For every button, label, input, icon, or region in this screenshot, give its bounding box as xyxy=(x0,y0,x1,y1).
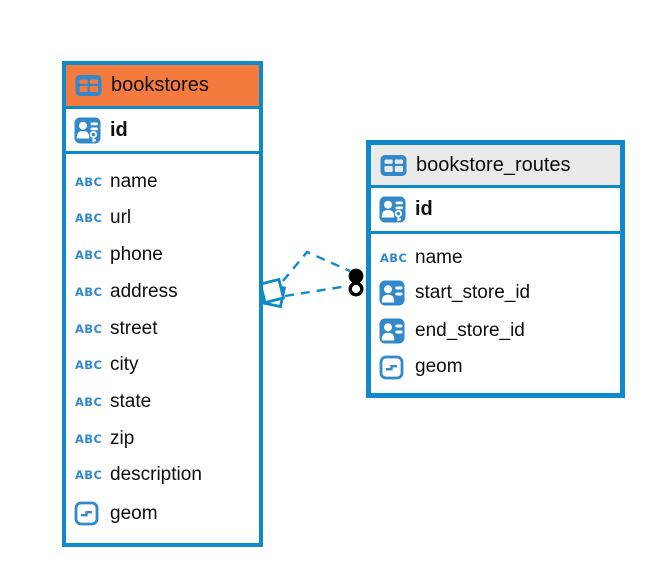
table-bookstore-routes-header[interactable]: bookstore_routes xyxy=(371,145,620,188)
column-row[interactable]: geom xyxy=(371,355,620,380)
column-row[interactable]: geom xyxy=(66,501,259,526)
text-type-icon: ABC xyxy=(75,211,103,226)
column-name: end_store_id xyxy=(415,319,525,341)
table-bookstore-routes[interactable]: bookstore_routes id ABC name xyxy=(366,140,625,398)
column-row[interactable]: ABC address xyxy=(66,281,259,303)
table-name: bookstores xyxy=(111,74,209,96)
column-row[interactable]: ABC url xyxy=(66,207,259,229)
relationship-source-anchor-diamond[interactable] xyxy=(258,277,287,309)
column-name: street xyxy=(110,317,158,339)
text-type-icon: ABC xyxy=(75,358,103,373)
column-name: address xyxy=(110,280,178,302)
table-bookstores[interactable]: bookstores id ABC name xyxy=(62,61,263,547)
geometry-type-icon xyxy=(379,355,406,380)
column-row[interactable]: ABC name xyxy=(66,171,259,193)
foreign-key-icon xyxy=(379,318,406,344)
column-name: id xyxy=(415,198,433,220)
text-type-icon: ABC xyxy=(75,174,103,189)
foreign-key-icon xyxy=(379,280,406,306)
column-name: description xyxy=(110,464,202,486)
column-row[interactable]: start_store_id xyxy=(371,280,620,306)
cardinality-dot xyxy=(348,268,364,284)
column-name: name xyxy=(415,247,463,269)
column-row-id[interactable]: id xyxy=(66,109,259,154)
column-row[interactable]: ABC zip xyxy=(66,428,259,450)
column-row[interactable]: ABC state xyxy=(66,391,259,413)
column-name: name xyxy=(110,170,158,192)
column-row[interactable]: ABC city xyxy=(66,354,259,376)
column-name: geom xyxy=(415,356,463,378)
column-name: zip xyxy=(110,427,135,449)
column-name: state xyxy=(110,391,152,413)
text-type-icon: ABC xyxy=(380,251,408,266)
column-row[interactable]: ABC phone xyxy=(66,244,259,266)
table-bookstores-header[interactable]: bookstores xyxy=(66,65,259,109)
column-row[interactable]: end_store_id xyxy=(371,318,620,344)
text-type-icon: ABC xyxy=(75,284,103,299)
column-row[interactable]: ABC description xyxy=(66,464,259,486)
column-row[interactable]: ABC street xyxy=(66,318,259,340)
column-name: id xyxy=(110,118,128,141)
column-name: city xyxy=(110,354,139,376)
column-name: start_store_id xyxy=(415,282,531,304)
primary-key-icon xyxy=(379,196,406,223)
columns-list: ABC name ABC url ABC phone ABC address A… xyxy=(66,154,259,543)
primary-key-icon xyxy=(74,117,101,144)
column-name: phone xyxy=(110,244,163,266)
geometry-type-icon xyxy=(74,501,101,526)
column-row[interactable]: ABC name xyxy=(371,247,620,269)
column-name: geom xyxy=(110,502,158,524)
table-name: bookstore_routes xyxy=(416,153,571,176)
columns-list: ABC name start_store_id xyxy=(371,234,620,393)
table-icon xyxy=(380,154,407,176)
relationship-target-cardinality-dots[interactable] xyxy=(348,268,364,297)
text-type-icon: ABC xyxy=(75,395,103,410)
cardinality-ring xyxy=(348,281,364,297)
text-type-icon: ABC xyxy=(75,248,103,263)
column-name: url xyxy=(110,207,132,229)
table-icon xyxy=(75,75,102,96)
column-row-id[interactable]: id xyxy=(371,188,620,234)
relationship-line-start-store[interactable] xyxy=(282,250,351,282)
text-type-icon: ABC xyxy=(75,468,103,483)
text-type-icon: ABC xyxy=(75,431,103,446)
relationship-line-end-store[interactable] xyxy=(284,284,349,298)
text-type-icon: ABC xyxy=(75,321,103,336)
relationship-lines[interactable] xyxy=(282,250,351,298)
